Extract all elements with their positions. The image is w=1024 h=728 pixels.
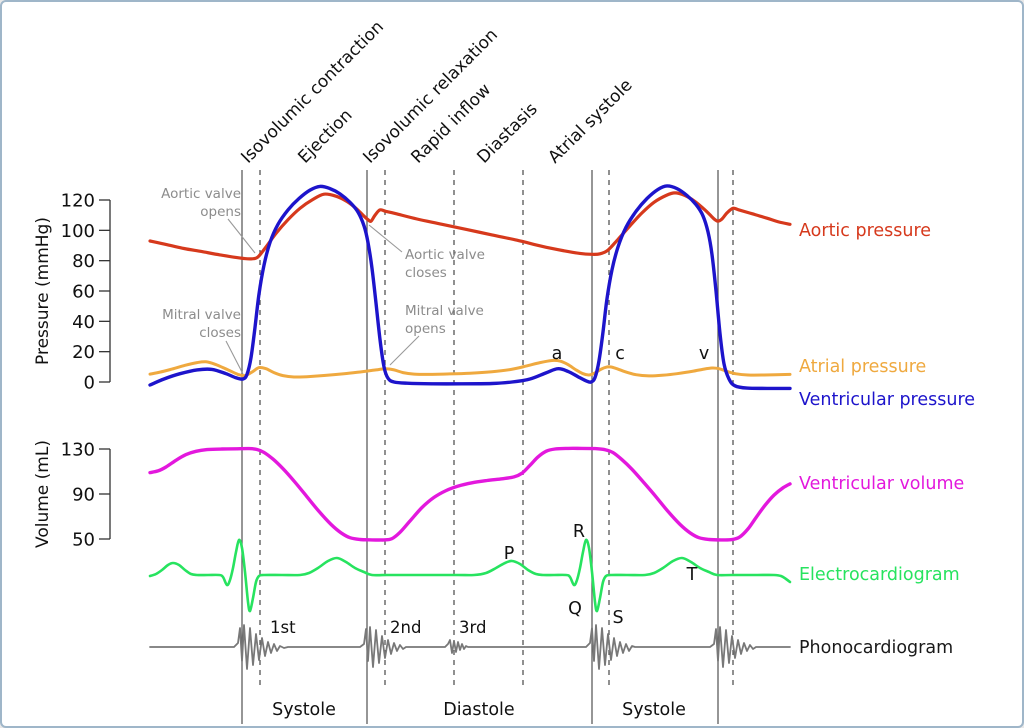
- legend-ventricular-pressure: Ventricular pressure: [799, 390, 975, 410]
- pressure-tick-label-2: 80: [72, 251, 95, 272]
- volume-axis-title: Volume (mL): [33, 440, 53, 548]
- wave-label-r: R: [573, 522, 585, 542]
- phonocardiogram-curve: [149, 624, 791, 670]
- mitral-valve-closes-label-line1: Mitral valve: [162, 307, 241, 323]
- aortic-valve-closes-leader-line: [368, 224, 403, 253]
- legend-ventricular-volume: Ventricular volume: [799, 474, 964, 494]
- ventricular-volume-curve: [148, 446, 792, 542]
- mitral-valve-opens-leader-line: [389, 335, 420, 366]
- volume-tick-label-1: 90: [72, 485, 95, 506]
- pressure-tick-label-6: 0: [84, 373, 95, 394]
- region-label-diastole-1: Diastole: [443, 700, 514, 720]
- pressure-tick-label-5: 20: [72, 342, 95, 363]
- legend-phonocardiogram: Phonocardiogram: [799, 638, 953, 658]
- legend-electrocardiogram: Electrocardiogram: [799, 565, 960, 585]
- wave-label-c: c: [615, 344, 625, 364]
- pressure-tick-label-0: 120: [61, 191, 95, 212]
- mitral-valve-closes-label-line2: closes: [199, 325, 241, 341]
- aortic-pressure-curve: [148, 191, 792, 261]
- aortic-valve-closes-label-line2: closes: [405, 265, 447, 281]
- volume-tick-label-0: 130: [61, 440, 95, 461]
- ventricular-pressure-curve: [148, 184, 792, 391]
- phase-label-diastasis: Diastasis: [473, 99, 541, 167]
- pressure-tick-label-4: 40: [72, 312, 95, 333]
- wave-label-t: T: [686, 565, 698, 585]
- pressure-tick-label-3: 60: [72, 282, 95, 303]
- aortic-valve-closes-label-line1: Aortic valve: [405, 247, 485, 263]
- pressure-tick-label-1: 100: [61, 221, 95, 242]
- legend-atrial-pressure: Atrial pressure: [799, 357, 926, 377]
- electrocardiogram-curve: [148, 538, 792, 613]
- wave-label-p: P: [504, 544, 515, 564]
- region-label-systole-2: Systole: [622, 700, 686, 720]
- wave-label-s: S: [612, 608, 623, 628]
- mitral-valve-closes-leader-line: [225, 340, 244, 375]
- phase-label-atrial-systole: Atrial systole: [544, 75, 636, 167]
- volume-tick-label-2: 50: [72, 530, 95, 551]
- pressure-axis-title: Pressure (mmHg): [33, 217, 53, 365]
- mitral-valve-opens-label-line1: Mitral valve: [405, 303, 484, 319]
- heart-sound-label-3rd: 3rd: [459, 618, 486, 637]
- legend-aortic-pressure: Aortic pressure: [799, 221, 931, 241]
- aortic-valve-opens-label-line1: Aortic valve: [161, 186, 241, 202]
- aortic-valve-opens-leader-line: [227, 218, 256, 254]
- heart-sound-label-2nd: 2nd: [390, 618, 421, 637]
- wave-label-q: Q: [568, 599, 582, 619]
- wave-label-v: v: [699, 344, 709, 364]
- mitral-valve-opens-label-line2: opens: [405, 321, 446, 337]
- wave-label-a: a: [552, 344, 563, 364]
- region-label-systole-0: Systole: [272, 700, 336, 720]
- aortic-valve-opens-label-line2: opens: [200, 204, 241, 220]
- heart-sound-label-1st: 1st: [270, 618, 296, 637]
